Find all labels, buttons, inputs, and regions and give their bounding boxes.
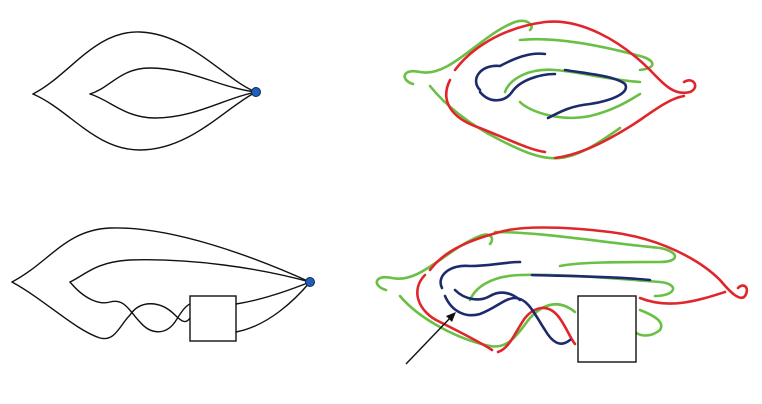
- knot-strand-red-outer: [453, 20, 697, 95]
- graph-edge-inner-top: [89, 67, 257, 95]
- knot-strand-red-outer: [428, 226, 749, 300]
- graph-edge-outer-top: [11, 227, 311, 283]
- knot-strand-red-lower: [444, 78, 547, 154]
- graph-edge-box-bottom: [235, 281, 311, 333]
- knot-strand-navy-weave: [443, 294, 572, 345]
- knot-strand-green-tail: [633, 308, 663, 337]
- knot-strand-red-weave: [496, 306, 577, 354]
- knot-strand-red-right: [638, 290, 727, 305]
- arrow-icon: [405, 312, 456, 365]
- knot-strand-green-lower: [398, 294, 577, 348]
- knot-strand-red-tail: [553, 94, 686, 160]
- knot-strand-navy-mid: [478, 72, 557, 102]
- knot-strand-navy-mid: [530, 273, 652, 282]
- graph-edge-outer-bottom: [11, 281, 191, 340]
- tangle-box: [189, 295, 237, 342]
- spindle-graph: [32, 31, 261, 151]
- knot-strand-navy-top: [474, 52, 547, 92]
- vertex-dot-icon: [251, 87, 261, 97]
- graph-edge-box-top: [235, 281, 311, 305]
- graph-edge-inner-top: [69, 259, 311, 283]
- vertex-dot-icon: [305, 277, 315, 287]
- graph-edge-inner-bottom: [69, 281, 191, 333]
- knot-strand-green-outer: [375, 233, 494, 292]
- twisted-spindle-knot: [375, 226, 749, 365]
- graph-edge-outer-top: [32, 31, 257, 95]
- graph-edge-outer-bottom: [32, 91, 257, 151]
- knot-strand-green-outer: [403, 19, 533, 86]
- knot-strand-navy-loop: [546, 68, 628, 120]
- knot-strand-navy-top: [439, 260, 522, 290]
- tangle-box: [577, 295, 637, 363]
- knot-strand-green-bottom-inner: [518, 92, 642, 120]
- knot-strand-green-top: [493, 230, 677, 268]
- spindle-knot: [403, 19, 697, 160]
- knot-strand-red-lower: [416, 273, 494, 352]
- twisted-spindle-graph: [11, 227, 315, 342]
- graph-edge-inner-bottom: [89, 91, 257, 119]
- knot-strand-navy-return: [453, 288, 522, 302]
